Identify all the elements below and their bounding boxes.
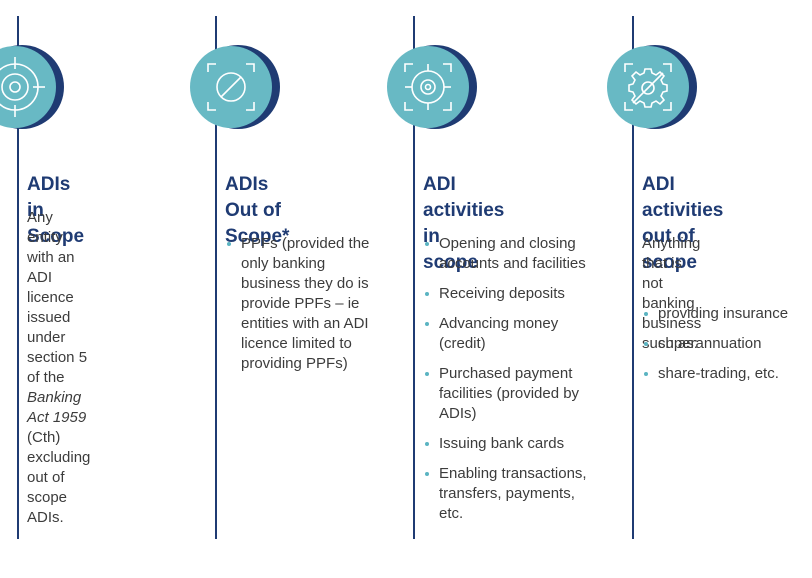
list-item: PPFs (provided the only banking business… xyxy=(225,234,405,374)
column-title: ADIs Out of Scope* xyxy=(225,174,290,247)
list-item: Advancing money (credit) xyxy=(423,314,613,354)
gear-target-icon xyxy=(387,45,477,129)
target-icon xyxy=(0,45,64,129)
divider-line xyxy=(17,16,19,539)
bullet-list: Opening and closing accounts and facilit… xyxy=(423,234,613,534)
bullet-list: providing insurance superannuation share… xyxy=(642,304,812,394)
prohibited-icon xyxy=(190,45,280,129)
column-title: ADIs in Scope xyxy=(27,174,85,247)
list-item: Issuing bank cards xyxy=(423,434,613,454)
divider-line xyxy=(413,16,415,539)
list-item: Enabling transactions, transfers, paymen… xyxy=(423,464,613,524)
bullet-list: PPFs (provided the only banking business… xyxy=(225,234,405,384)
column-title: ADI activities out of scope xyxy=(642,174,724,273)
list-item: Opening and closing accounts and facilit… xyxy=(423,234,613,274)
divider-line xyxy=(632,16,634,539)
list-item: Purchased payment facilities (provided b… xyxy=(423,364,613,424)
list-item: providing insurance xyxy=(642,304,812,324)
divider-line xyxy=(215,16,217,539)
column-description: Anything that is not banking business su… xyxy=(642,235,702,352)
gear-crossed-icon xyxy=(607,45,697,129)
list-item: share-trading, etc. xyxy=(642,364,812,384)
column-title: ADI activities in scope xyxy=(423,174,505,273)
column-description: Any entity with an ADI licence issued un… xyxy=(27,209,91,526)
list-item: Receiving deposits xyxy=(423,284,613,304)
list-item: superannuation xyxy=(642,334,812,354)
